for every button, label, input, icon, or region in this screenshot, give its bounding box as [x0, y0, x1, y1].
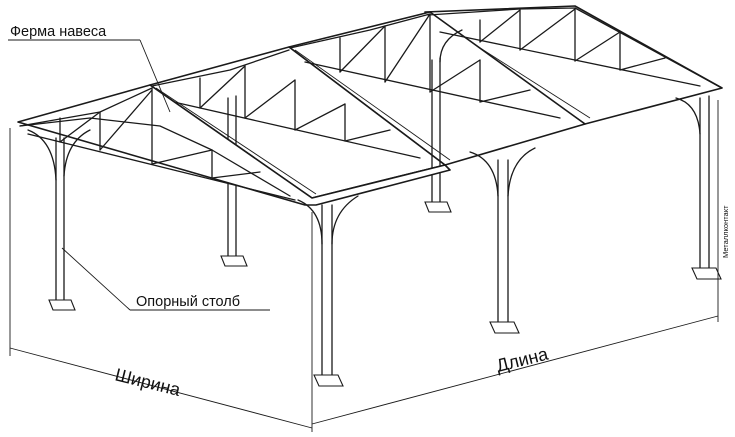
width-label: Ширина [113, 364, 183, 400]
width-dimension [9, 128, 313, 432]
truss-leader [8, 39, 171, 113]
length-dimension [311, 100, 719, 425]
front-post-1 [27, 129, 91, 311]
length-label: Длина [494, 343, 551, 375]
truss-label: Ферма навеса [10, 24, 107, 40]
back-post-2 [424, 29, 463, 213]
post-label: Опорный столб [136, 294, 240, 310]
truss-back-4 [427, 7, 723, 89]
front-post-2 [297, 195, 359, 387]
truss-front [19, 87, 296, 201]
post-leader [61, 247, 270, 311]
truss-back-2 [151, 49, 421, 159]
front-post-4 [675, 95, 722, 280]
watermark: Металлконтакт [721, 205, 730, 258]
front-post-3 [469, 147, 536, 334]
